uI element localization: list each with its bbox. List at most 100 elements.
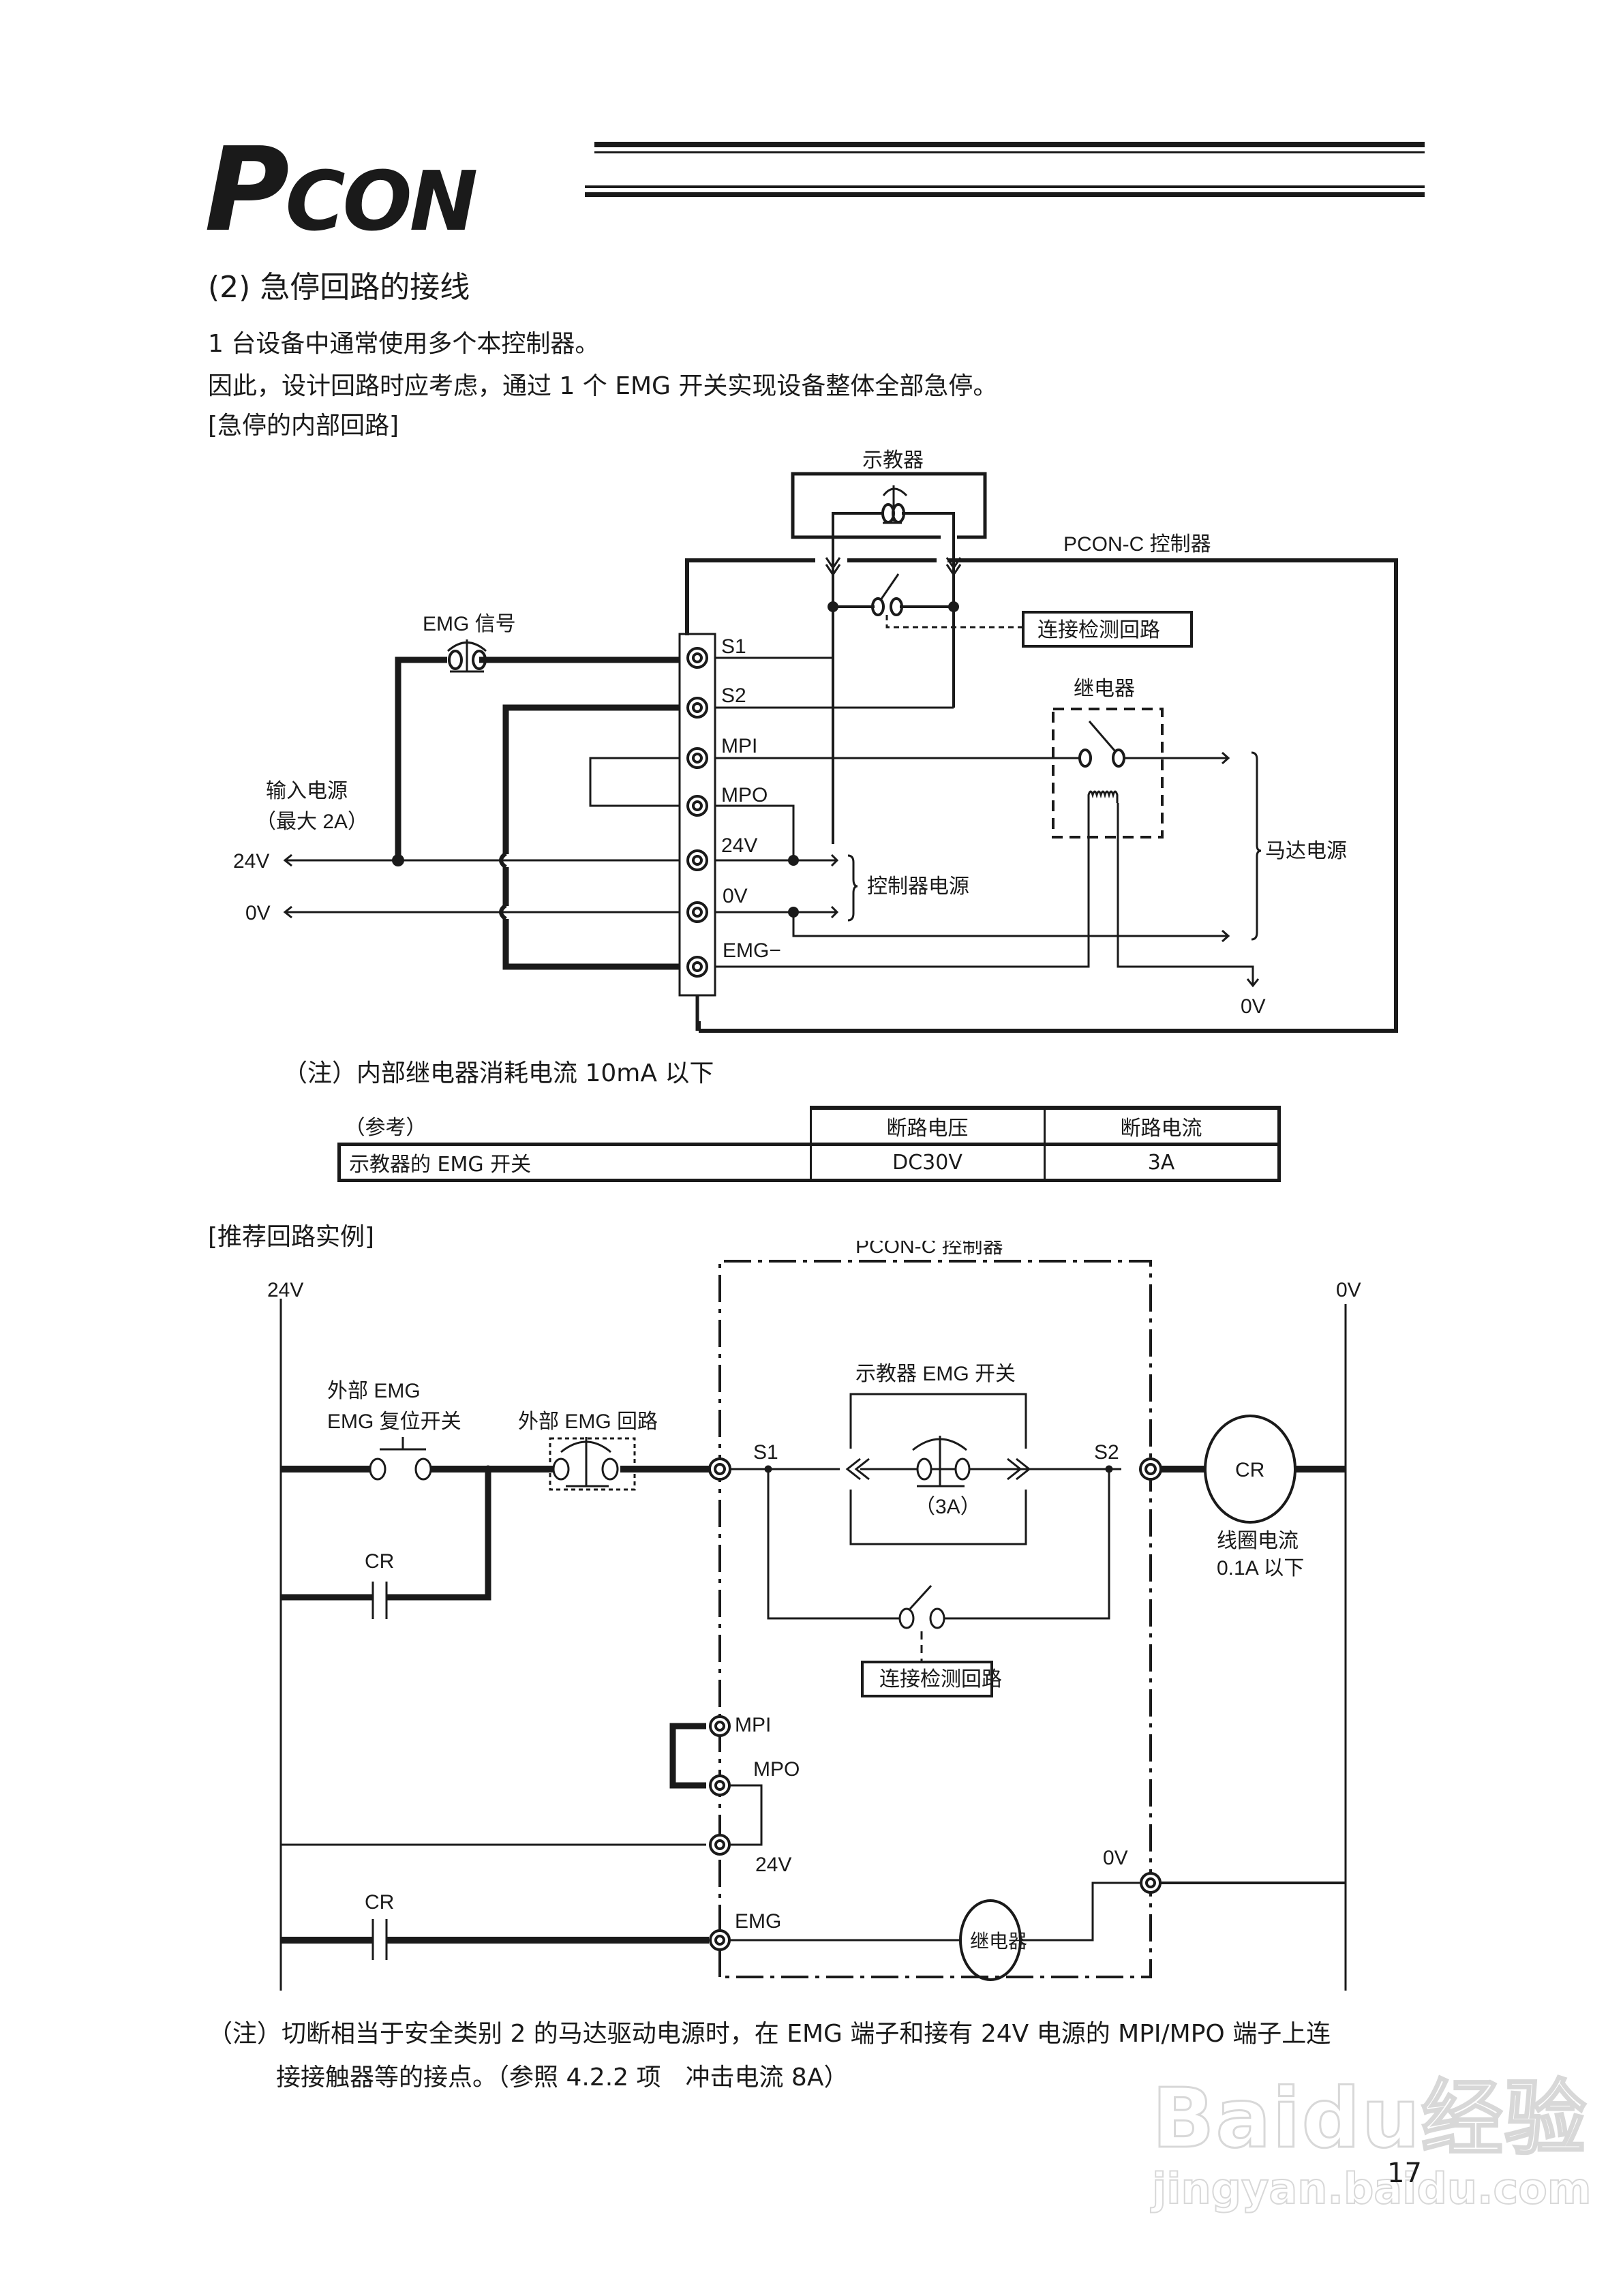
label-detect-circuit: 连接检测回路: [1037, 619, 1160, 641]
relay-coil: [1087, 790, 1119, 803]
header-rule-bottom-thin: [585, 185, 1425, 188]
label-controller-power: 控制器电源: [867, 875, 969, 898]
recommended-circuit-diagram: PCON-C 控制器 24V 0V 外部 EMG EMG 复位开关 外部 EMG…: [267, 1241, 1361, 1991]
brace-motor-power: [1251, 751, 1262, 941]
table-cell-current: 3A: [1044, 1143, 1281, 1182]
label-controller: PCON-C 控制器: [855, 1241, 1003, 1258]
page-number: 17: [1387, 2158, 1422, 2189]
arrow-head: [830, 854, 839, 867]
note-relay-current: （注）内部继电器消耗电流 10mA 以下: [283, 1059, 714, 1087]
label-teach-pendant: 示教器: [862, 449, 924, 472]
table-cell-item: 示教器的 EMG 开关: [337, 1143, 812, 1182]
label-coil-current-value: 0.1A 以下: [1217, 1557, 1304, 1580]
tp-switch-contact-left: [916, 1457, 932, 1481]
terminal-24v: [686, 849, 708, 871]
label-motor-power: 马达电源: [1265, 840, 1347, 862]
pendant-switch-button: [882, 485, 908, 524]
terminal-emg-minus: [686, 956, 708, 978]
table-row: 示教器的 EMG 开关 DC30V 3A: [337, 1143, 1281, 1182]
terminal-mpo: [686, 795, 708, 817]
label-detect-circuit: 连接检测回路: [879, 1668, 1002, 1691]
detect-circuit-box-2: [861, 1661, 993, 1697]
label-input-power-max: （最大 2A）: [256, 811, 368, 833]
table-cell-voltage: DC30V: [810, 1143, 1046, 1182]
connector-chevron-left: [825, 557, 841, 577]
watermark-url: jingyan.baidu.com: [1151, 2163, 1592, 2214]
label-relay: 继电器: [1074, 678, 1135, 700]
table-caption: （参考）: [344, 1115, 427, 1140]
terminal-label-s1: S1: [721, 635, 746, 658]
arrow-head: [1222, 751, 1230, 765]
label-tp-emg-switch: 示教器 EMG 开关: [855, 1363, 1016, 1385]
brace-controller-power: [847, 854, 858, 922]
paragraph-2: 因此，设计回路时应考虑，通过 1 个 EMG 开关实现设备整体全部急停。: [208, 372, 998, 400]
terminal-s2: [1139, 1457, 1162, 1481]
logo-p: P: [204, 123, 290, 258]
label-24v: 24V: [755, 1854, 791, 1876]
terminal-s1: [708, 1457, 731, 1481]
label-left-24v: 24V: [233, 850, 269, 873]
label-ext-emg-circuit: 外部 EMG 回路: [518, 1410, 658, 1433]
reset-switch-contact-right: [414, 1457, 432, 1481]
label-0v: 0V: [1103, 1847, 1128, 1869]
note2-line2: 接接触器等的接点。（参照 4.2.2 项 冲击电流 8A）: [276, 2064, 849, 2091]
relay-coil-2: [959, 1899, 1022, 1981]
label-mpi: MPI: [735, 1714, 771, 1736]
terminal-mpi: [686, 747, 708, 769]
detect-link-dashed: [885, 615, 1023, 629]
label-emg: EMG: [735, 1910, 781, 1933]
relay-dashed-box: [1052, 708, 1164, 839]
cr-contact-bottom: [371, 1919, 388, 1960]
label-emg-signal: EMG 信号: [423, 613, 516, 635]
label-ext-emg-reset: EMG 复位开关: [327, 1410, 461, 1433]
label-input-power: 输入电源: [266, 780, 348, 802]
label-mpo: MPO: [753, 1758, 800, 1781]
terminal-s2: [686, 697, 708, 719]
arrow-head: [283, 854, 292, 867]
detect-switch-contact-left: [871, 597, 885, 616]
relay-contact-left: [1078, 749, 1092, 768]
teach-pendant-box: [791, 472, 987, 539]
arrow-head: [830, 905, 839, 919]
tp-switch-box: [849, 1393, 1027, 1545]
label-relay: 继电器: [970, 1931, 1027, 1952]
terminal-label-mpi: MPI: [721, 735, 757, 757]
logo-con: CON: [285, 155, 479, 250]
relay-contact-right: [1112, 749, 1125, 768]
terminal-0v: [1140, 1872, 1162, 1894]
label-left-0v: 0V: [245, 902, 271, 924]
terminal-mpo: [709, 1774, 731, 1796]
terminal-label-mpo: MPO: [721, 784, 768, 806]
pendant-switch-wires: [832, 512, 955, 844]
subheading-recommended-circuit: [推荐回路实例]: [208, 1223, 375, 1251]
terminal-24v: [709, 1834, 731, 1856]
pcon-logo: PCON: [204, 123, 479, 258]
label-bottom-0v: 0V: [1241, 995, 1266, 1018]
detect-switch-contact-right: [890, 597, 903, 616]
header-rule-top-thin: [594, 151, 1425, 153]
label-s1: S1: [753, 1441, 778, 1464]
label-tp-rating: （3A）: [915, 1496, 981, 1518]
terminal-label-0v: 0V: [723, 885, 748, 907]
header-rule-top-thick: [594, 142, 1425, 147]
baidu-watermark: Baidu经验 jingyan.baidu.com: [1151, 2052, 1592, 2215]
table-header-current: 断路电流: [1044, 1106, 1281, 1145]
terminal-0v: [686, 901, 708, 923]
table-header-voltage: 断路电压: [809, 1106, 1046, 1145]
section-title: (2) 急停回路的接线: [208, 270, 470, 305]
emg-signal-contact-left: [448, 650, 463, 670]
cr-coil: [1204, 1415, 1296, 1524]
label-rail-0v: 0V: [1336, 1279, 1361, 1301]
s2-wire: [502, 704, 680, 970]
label-cr-top: CR: [365, 1550, 394, 1573]
header-rule-bottom-thick: [585, 192, 1425, 197]
controller-boundary: [718, 1260, 1152, 1978]
terminal-s1: [686, 647, 708, 669]
detect-circuit-box: [1022, 611, 1193, 648]
terminal-mpi: [709, 1715, 731, 1737]
internal-emg-circuit-diagram: 示教器 PCON-C 控制器 EMG 信号 连接检测回路 继电器 输入电源 （最…: [233, 449, 1398, 1033]
arrow-head: [283, 905, 292, 919]
reset-switch-contact-left: [369, 1457, 386, 1481]
chevron-left: [845, 1457, 870, 1481]
watermark-logo: Baidu经验: [1151, 2071, 1588, 2168]
